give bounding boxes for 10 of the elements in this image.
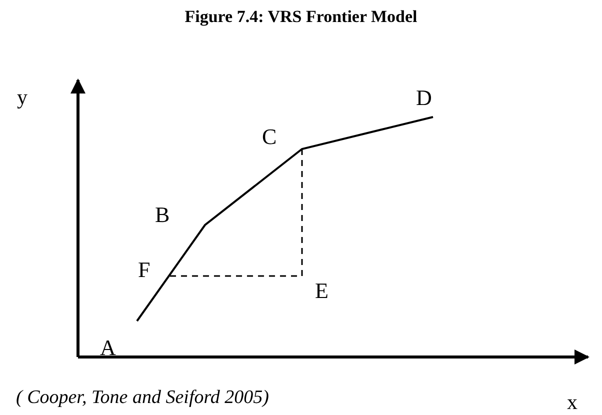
- point-label: C: [262, 126, 277, 148]
- point-label: F: [138, 259, 150, 281]
- point-label: B: [155, 204, 170, 226]
- point-label: E: [315, 280, 328, 302]
- point-label: D: [416, 87, 432, 109]
- source-caption: ( Cooper, Tone and Seiford 2005): [16, 388, 269, 407]
- figure-title: Figure 7.4: VRS Frontier Model: [184, 8, 418, 25]
- point-label: A: [100, 337, 116, 359]
- axis-label: y: [17, 87, 28, 108]
- axis-label: x: [567, 392, 578, 413]
